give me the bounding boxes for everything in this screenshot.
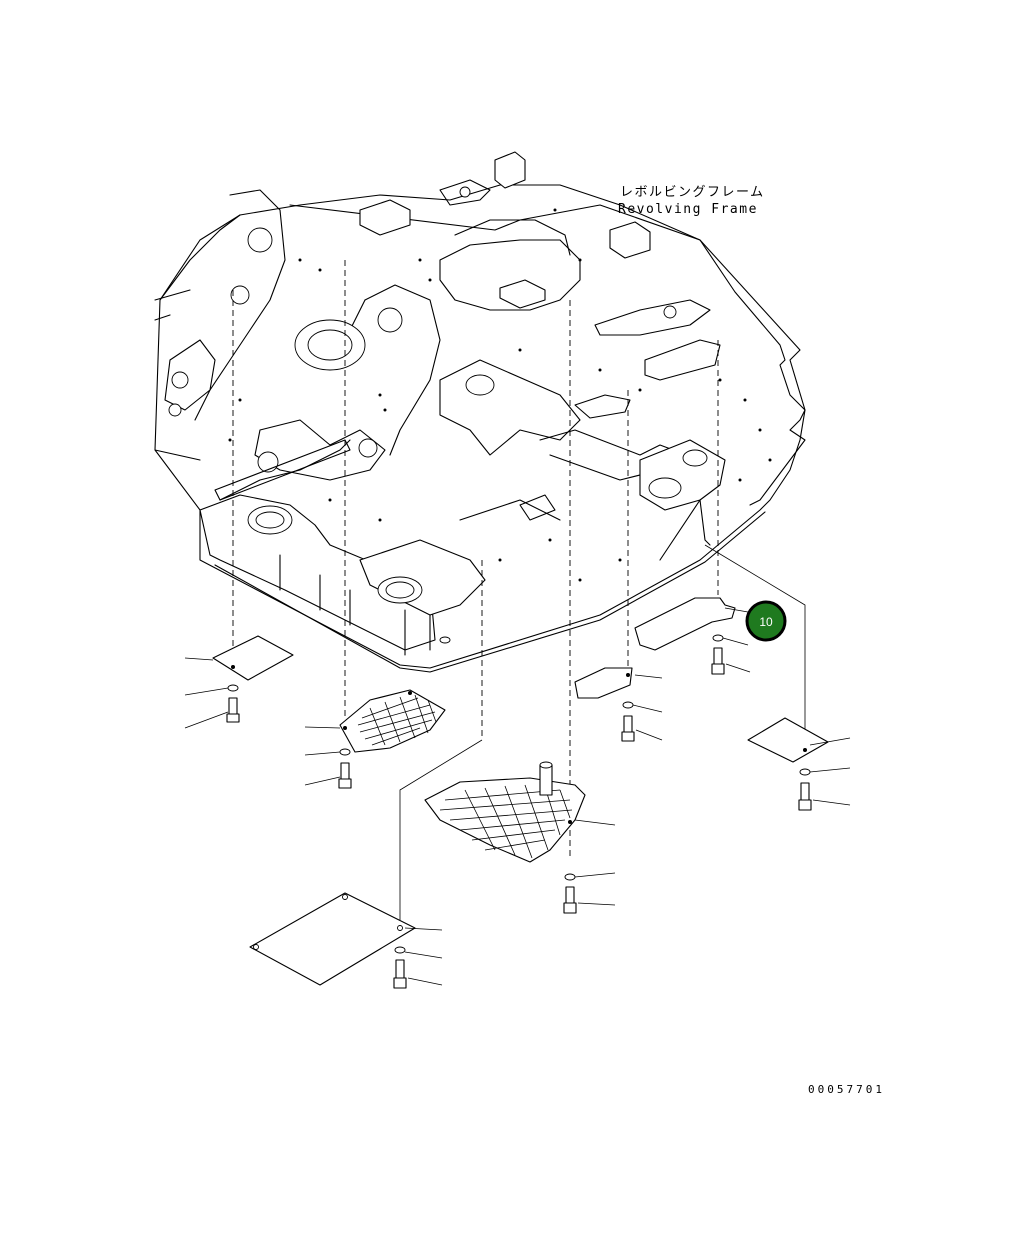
cover-plate-bottom[interactable] [249,892,443,986]
alignment-lines [232,260,806,920]
cover-plate-left[interactable] [184,635,294,681]
washer-small-center [622,701,663,713]
bolt-large [563,886,616,914]
washer-bottom [394,946,443,959]
mesh-cover-large[interactable] [424,761,616,863]
bolt-right [798,782,851,811]
washer-large [564,872,616,881]
bolt-left [184,697,240,729]
drawing-number: 00057701 [808,1083,885,1096]
bolt-small-center [621,715,663,742]
bolt-callout-10 [711,647,751,675]
washer-right [799,767,851,776]
bolt-center-left [304,762,352,789]
mesh-cover-center-left[interactable] [304,689,446,753]
washer-left [184,684,239,696]
cover-plate-right[interactable] [747,717,851,763]
washer-center-left [304,748,351,756]
deck-holes [228,208,772,582]
callout-10[interactable]: 10 [745,600,787,642]
bolt-bottom [393,959,443,989]
revolving-frame-drawing [154,151,806,673]
cover-plate-small-center[interactable] [574,667,663,699]
cover-plate-callout-10[interactable] [634,597,749,651]
frame-label-english: Revolving Frame [618,202,758,217]
washer-callout-10 [712,634,749,646]
callout-10-number: 10 [759,615,773,629]
frame-label-japanese: レボルビングフレーム [620,185,765,200]
